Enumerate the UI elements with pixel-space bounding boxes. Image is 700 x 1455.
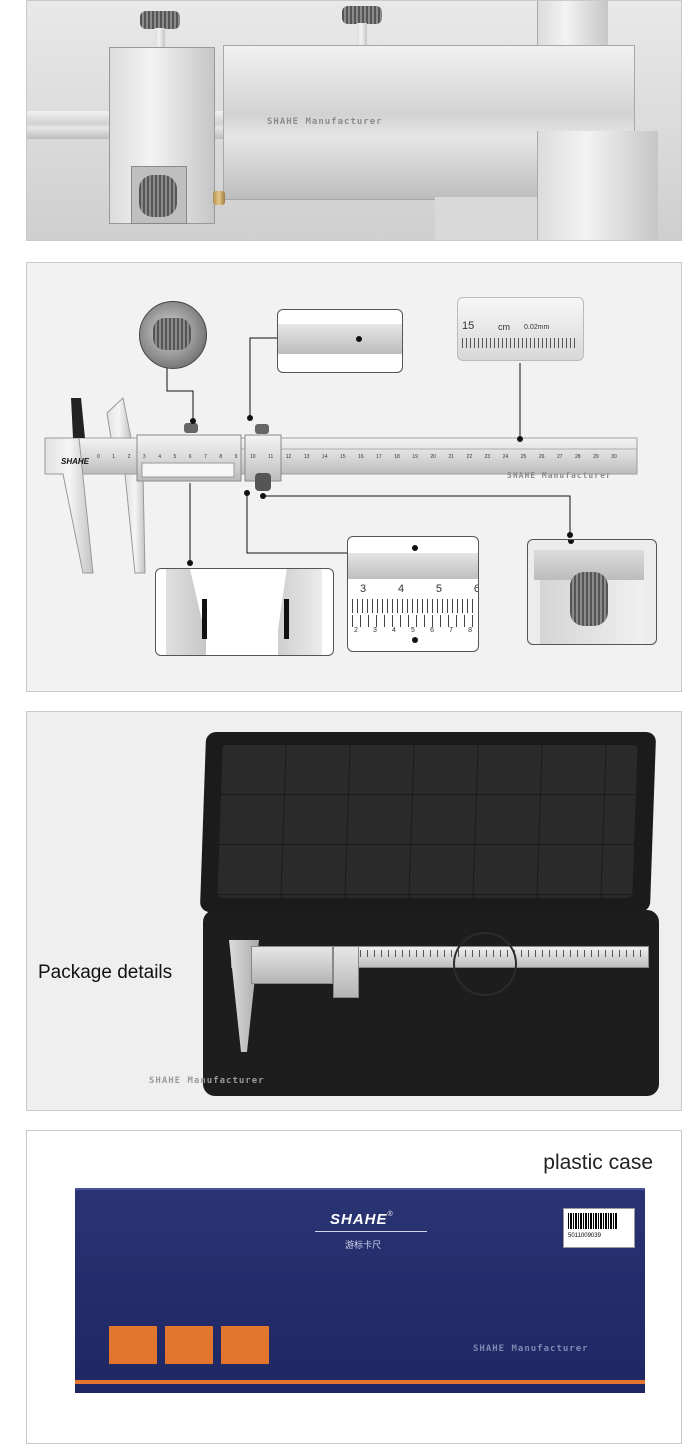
leader-dots xyxy=(187,415,573,566)
scale-number: 11 xyxy=(268,454,274,460)
scale-number: 25 xyxy=(520,454,527,460)
scale-number: 27 xyxy=(556,454,563,460)
vernier-bottom-number: 3 xyxy=(373,627,377,634)
scale-number: 0 xyxy=(97,454,100,460)
vernier-top-number: 5 xyxy=(435,583,443,595)
barcode-label: 5011009039 xyxy=(563,1208,635,1248)
zoom-scale-ticks xyxy=(462,338,578,348)
zoom-scale-number: 15 xyxy=(462,320,475,332)
box-subtitle: 游标卡尺 xyxy=(345,1241,382,1251)
scale-number: 3 xyxy=(142,454,146,460)
scale-number: 17 xyxy=(376,454,382,460)
barcode-number: 5011009039 xyxy=(568,1233,601,1239)
vernier-top-numbers: 3 4 5 6 xyxy=(360,583,478,595)
scale-number: 10 xyxy=(249,454,256,460)
vernier-window xyxy=(141,462,235,478)
top-screw-knob-left xyxy=(140,11,180,29)
inset-slider-top xyxy=(277,309,403,373)
scale-number: 19 xyxy=(412,454,418,460)
box-watermark: SHAHE Manufacturer xyxy=(473,1344,589,1354)
scale-number: 8 xyxy=(219,454,223,460)
scale-number: 1 xyxy=(112,454,116,460)
leader-lines xyxy=(166,337,571,563)
scale-number: 26 xyxy=(538,454,545,460)
inset-jaw-tips xyxy=(155,568,334,656)
vernier-bottom-number: 2 xyxy=(354,627,358,634)
scale-number: 28 xyxy=(575,454,581,460)
zoom-scale-resolution: 0.02mm xyxy=(524,324,550,331)
vernier-top-number: 4 xyxy=(397,583,405,595)
inset-screw-knob xyxy=(139,301,207,369)
top-screw-knob-right xyxy=(342,6,382,24)
scale-number: 23 xyxy=(484,454,491,460)
box-orange-stripe xyxy=(75,1380,645,1384)
ruler-watermark: SHAHE Manufacturer xyxy=(507,471,612,480)
scale-number: 29 xyxy=(593,454,599,460)
box-thumbnail-2 xyxy=(165,1326,213,1364)
scale-number: 14 xyxy=(321,454,328,460)
case-base xyxy=(203,910,659,1096)
ruler-brand: SHAHE xyxy=(61,457,90,466)
scale-number: 16 xyxy=(358,454,364,460)
vernier-bottom-numbers: 2 3 4 5 6 7 8 xyxy=(354,627,472,634)
package-details-label: Package details xyxy=(38,962,173,983)
fine-adjust-wheel xyxy=(139,175,177,217)
scale-number: 13 xyxy=(303,454,310,460)
vernier-bottom-number: 4 xyxy=(392,627,396,634)
scale-number: 5 xyxy=(173,454,177,460)
scale-number: 6 xyxy=(188,454,192,460)
inset-scale-zoom: 15 cm 0.02mm xyxy=(457,297,584,361)
screw-stem-right xyxy=(357,23,367,47)
vernier-top-number: 3 xyxy=(360,583,367,595)
scale-number: 24 xyxy=(502,454,509,460)
scale-number: 2 xyxy=(127,454,131,460)
moving-jaw xyxy=(124,473,146,574)
scale-number: 18 xyxy=(394,454,400,460)
scale-number: 30 xyxy=(611,454,617,460)
plastic-case-label: plastic case xyxy=(543,1151,653,1174)
product-box: SHAHE® 游标卡尺 5011009039 SHAHE Manufacture… xyxy=(75,1188,645,1393)
box-brand-underline xyxy=(315,1231,427,1232)
inset-vernier-zoom: 3 4 5 6 2 3 4 5 6 7 8 xyxy=(347,536,479,652)
scale-number: 15 xyxy=(340,454,346,460)
jaw-upper xyxy=(537,1,608,45)
scale-number: 4 xyxy=(158,454,161,460)
box-brand-mark: ® xyxy=(387,1211,393,1218)
vernier-bottom-number: 8 xyxy=(468,627,472,634)
scale-number: 9 xyxy=(234,454,238,460)
scale-number: 21 xyxy=(448,454,455,460)
package-watermark: SHAHE Manufacturer xyxy=(149,1076,265,1086)
vernier-bottom-number: 5 xyxy=(411,627,415,634)
fixed-jaw-tip xyxy=(71,398,85,438)
jaw-body xyxy=(537,131,658,240)
scale-number: 20 xyxy=(430,454,436,460)
inset-fine-adjust xyxy=(527,539,657,645)
moving-jaw-upper xyxy=(106,397,132,439)
engraved-brand: SHAHE Manufacturer xyxy=(267,117,383,127)
package-panel: Package details SHAHE Manufacturer xyxy=(26,711,682,1111)
scale-number: 22 xyxy=(466,454,473,460)
vernier-bottom-number: 7 xyxy=(449,627,453,634)
caliper-diagram-svg xyxy=(44,337,638,574)
vernier-top-number: 6 xyxy=(474,583,478,595)
box-brand: SHAHE xyxy=(330,1211,388,1228)
caliper-closeup-photo: SHAHE Manufacturer xyxy=(26,0,682,241)
barcode-icon xyxy=(568,1213,618,1229)
box-thumbnail-3 xyxy=(221,1326,269,1364)
brass-pin xyxy=(213,191,225,205)
plastic-case-panel: plastic case SHAHE® 游标卡尺 5011009039 SHAH… xyxy=(26,1130,682,1444)
box-thumbnail-1 xyxy=(109,1326,157,1364)
zoom-scale-unit: cm xyxy=(498,322,510,332)
case-lid xyxy=(199,732,657,912)
scale-number: 7 xyxy=(204,454,207,460)
fine-adjust-wheel xyxy=(255,473,271,491)
screw-stem-left xyxy=(155,28,165,50)
scale-number: 12 xyxy=(285,454,292,460)
vernier-bottom-number: 6 xyxy=(430,627,434,634)
